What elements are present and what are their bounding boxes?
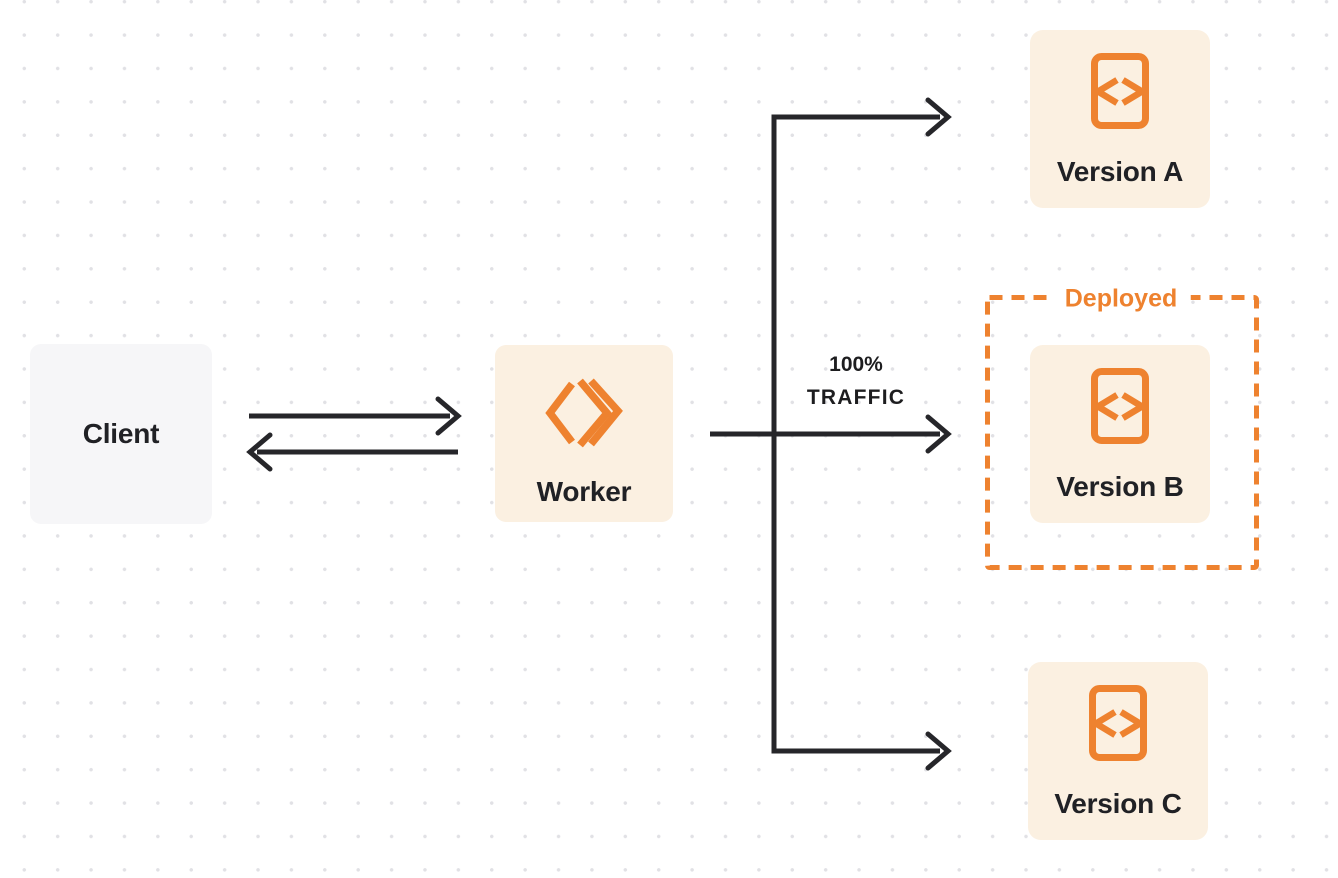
client-label: Client: [82, 418, 160, 449]
traffic-percent-value: 100%: [829, 353, 883, 376]
version-a-label: Version A: [1056, 156, 1184, 187]
deployed-group-label: Deployed: [1051, 282, 1191, 316]
code-file-icon: [1091, 53, 1149, 129]
worker-node: Worker: [495, 345, 673, 522]
code-file-icon: [1089, 685, 1147, 761]
version-c-label: Version C: [1054, 788, 1182, 819]
traffic-percentage-label: 100% TRAFFIC: [807, 348, 905, 414]
cloudflare-workers-logo-icon: [544, 377, 624, 449]
traffic-word: TRAFFIC: [806, 386, 906, 409]
worker-label: Worker: [536, 476, 632, 507]
version-a-node: Version A: [1030, 30, 1210, 208]
version-c-node: Version C: [1028, 662, 1208, 840]
version-b-label: Version B: [1056, 471, 1184, 502]
client-node: Client: [30, 344, 212, 524]
version-b-node: Version B: [1030, 345, 1210, 523]
code-file-icon: [1091, 368, 1149, 444]
